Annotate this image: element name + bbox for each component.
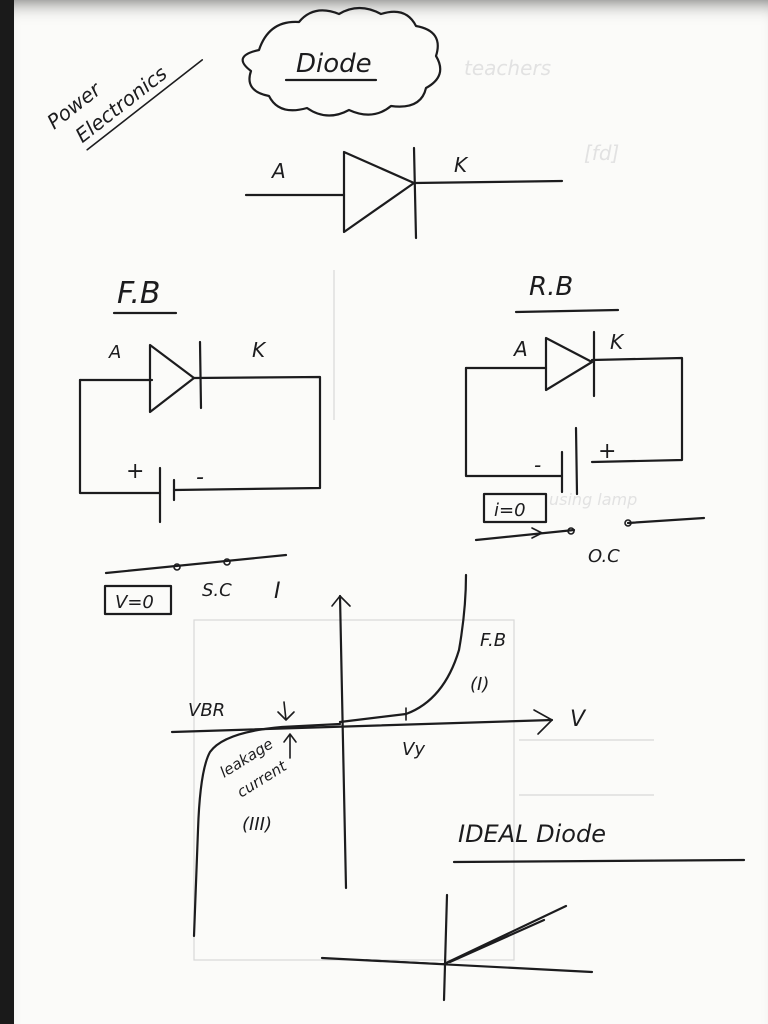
fb-anode-label: A xyxy=(108,342,121,363)
rb-condition-box xyxy=(482,492,548,524)
diode-triangle xyxy=(342,150,416,234)
rb-heading: R.B xyxy=(529,272,573,302)
vi-characteristic: I V F.B (I) VBR Vy leakage current (III) xyxy=(170,573,587,938)
ideal-diode-section: IDEAL Diode xyxy=(320,820,746,1002)
reverse-bias-circuit: R.B A K - + i=0 O.C xyxy=(464,272,706,567)
fb-condition: V=0 xyxy=(115,592,154,613)
rb-cathode-label: K xyxy=(610,330,625,354)
fb-heading: F.B xyxy=(117,276,161,311)
fb-minus: - xyxy=(196,465,204,490)
fb-short-wire xyxy=(104,553,288,575)
reverse-curve xyxy=(192,722,342,938)
fb-condition-box xyxy=(103,584,173,616)
region-3-label: (III) xyxy=(242,814,272,835)
leakage-arrow xyxy=(283,733,297,759)
svg-text:using lamp: using lamp xyxy=(549,490,637,509)
rb-condition: i=0 xyxy=(494,500,526,521)
rb-open-wire-right xyxy=(626,516,706,525)
ideal-curve-2 xyxy=(448,918,546,964)
handwritten-notes: teachers [fd] using lamp Power Electroni… xyxy=(42,6,746,1002)
anode-label: A xyxy=(270,159,286,183)
cathode-label: K xyxy=(454,153,469,177)
breakdown-arrow xyxy=(277,701,295,721)
svg-text:teachers: teachers xyxy=(464,56,551,80)
ideal-i-axis xyxy=(442,893,449,1002)
rb-anode-label: A xyxy=(512,337,528,361)
diode-symbol: A K xyxy=(244,146,564,240)
cathode-lead xyxy=(412,179,564,185)
v-axis-label: V xyxy=(570,707,587,732)
i-axis xyxy=(338,594,348,890)
ideal-heading: IDEAL Diode xyxy=(458,820,606,848)
fb-diode-bar xyxy=(198,340,203,410)
rb-minus: - xyxy=(534,453,541,477)
rb-plus: + xyxy=(598,439,616,464)
ideal-curve-1 xyxy=(442,904,568,966)
fb-diode-triangle xyxy=(148,343,196,414)
forward-curve xyxy=(338,573,468,724)
rb-diode-triangle xyxy=(544,336,594,392)
fb-cathode-label: K xyxy=(252,338,267,362)
svg-text:[fd]: [fd] xyxy=(584,141,619,165)
v-axis xyxy=(170,718,554,734)
rb-battery-long xyxy=(574,426,579,496)
rb-open-wire-left xyxy=(474,528,576,542)
rb-state: O.C xyxy=(588,546,620,567)
i-axis-label: I xyxy=(274,579,281,604)
fb-curve-label: F.B xyxy=(480,630,506,651)
subject-heading: Power Electronics xyxy=(42,59,204,151)
page-title: Diode xyxy=(296,49,372,79)
region-1-label: (I) xyxy=(470,674,489,695)
forward-bias-circuit: F.B A K + - V=0 S.C xyxy=(78,276,322,616)
fb-plus: + xyxy=(126,459,144,484)
title-cloud: Diode xyxy=(241,6,442,117)
fb-state: S.C xyxy=(202,580,232,601)
notebook-page: teachers [fd] using lamp Power Electroni… xyxy=(14,0,768,1024)
threshold-label: Vy xyxy=(402,739,425,760)
diode-bar xyxy=(412,146,418,240)
breakdown-label: VBR xyxy=(188,700,225,721)
